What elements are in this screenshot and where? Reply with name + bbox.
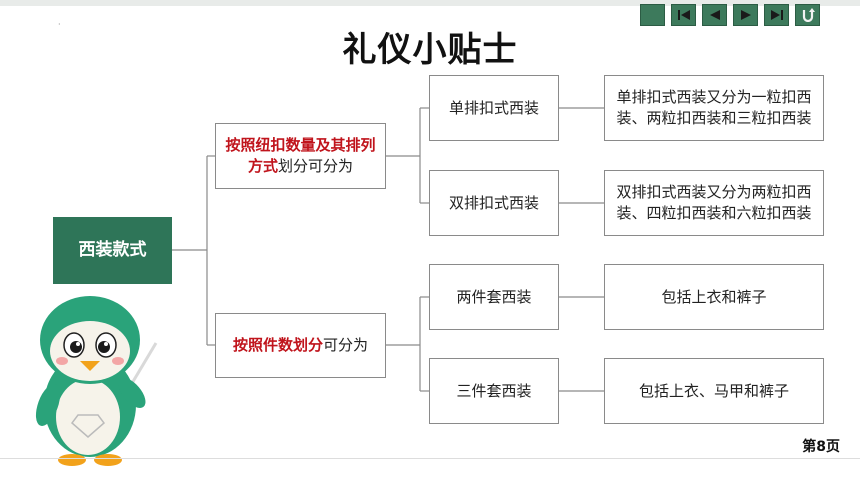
node-two-piece: 两件套西装 bbox=[429, 264, 559, 330]
last-page-icon[interactable] bbox=[764, 4, 789, 26]
node-single-breasted: 单排扣式西装 bbox=[429, 75, 559, 141]
root-node: 西装款式 bbox=[53, 217, 172, 284]
branch-node-buttons: 按照纽扣数量及其排列方式划分可分为 bbox=[215, 123, 386, 189]
page-number: 第8页 bbox=[802, 439, 840, 455]
next-icon[interactable] bbox=[733, 4, 758, 26]
decorative-dot: · bbox=[58, 20, 61, 29]
return-icon[interactable] bbox=[795, 4, 820, 26]
branch-highlight: 按照纽扣数量及其排列方式 bbox=[225, 136, 376, 175]
branch-suffix: 可分为 bbox=[323, 336, 369, 354]
branch-highlight: 按照件数划分 bbox=[232, 336, 323, 354]
penguin-mascot-icon bbox=[35, 296, 158, 466]
first-page-icon[interactable] bbox=[671, 4, 696, 26]
top-bar bbox=[0, 0, 860, 6]
detail-single-breasted: 单排扣式西装又分为一粒扣西装、两粒扣西装和三粒扣西装 bbox=[604, 75, 824, 141]
home-icon[interactable] bbox=[640, 4, 665, 26]
prev-icon[interactable] bbox=[702, 4, 727, 26]
detail-double-breasted: 双排扣式西装又分为两粒扣西装、四粒扣西装和六粒扣西装 bbox=[604, 170, 824, 236]
node-three-piece: 三件套西装 bbox=[429, 358, 559, 424]
detail-three-piece: 包括上衣、马甲和裤子 bbox=[604, 358, 824, 424]
branch-suffix: 划分可分为 bbox=[278, 157, 354, 175]
page-title: 礼仪小贴士 bbox=[342, 30, 518, 70]
detail-two-piece: 包括上衣和裤子 bbox=[604, 264, 824, 330]
footer-divider bbox=[0, 458, 860, 459]
node-double-breasted: 双排扣式西装 bbox=[429, 170, 559, 236]
branch-node-pieces: 按照件数划分可分为 bbox=[215, 313, 386, 378]
slide-navigation bbox=[640, 4, 820, 26]
